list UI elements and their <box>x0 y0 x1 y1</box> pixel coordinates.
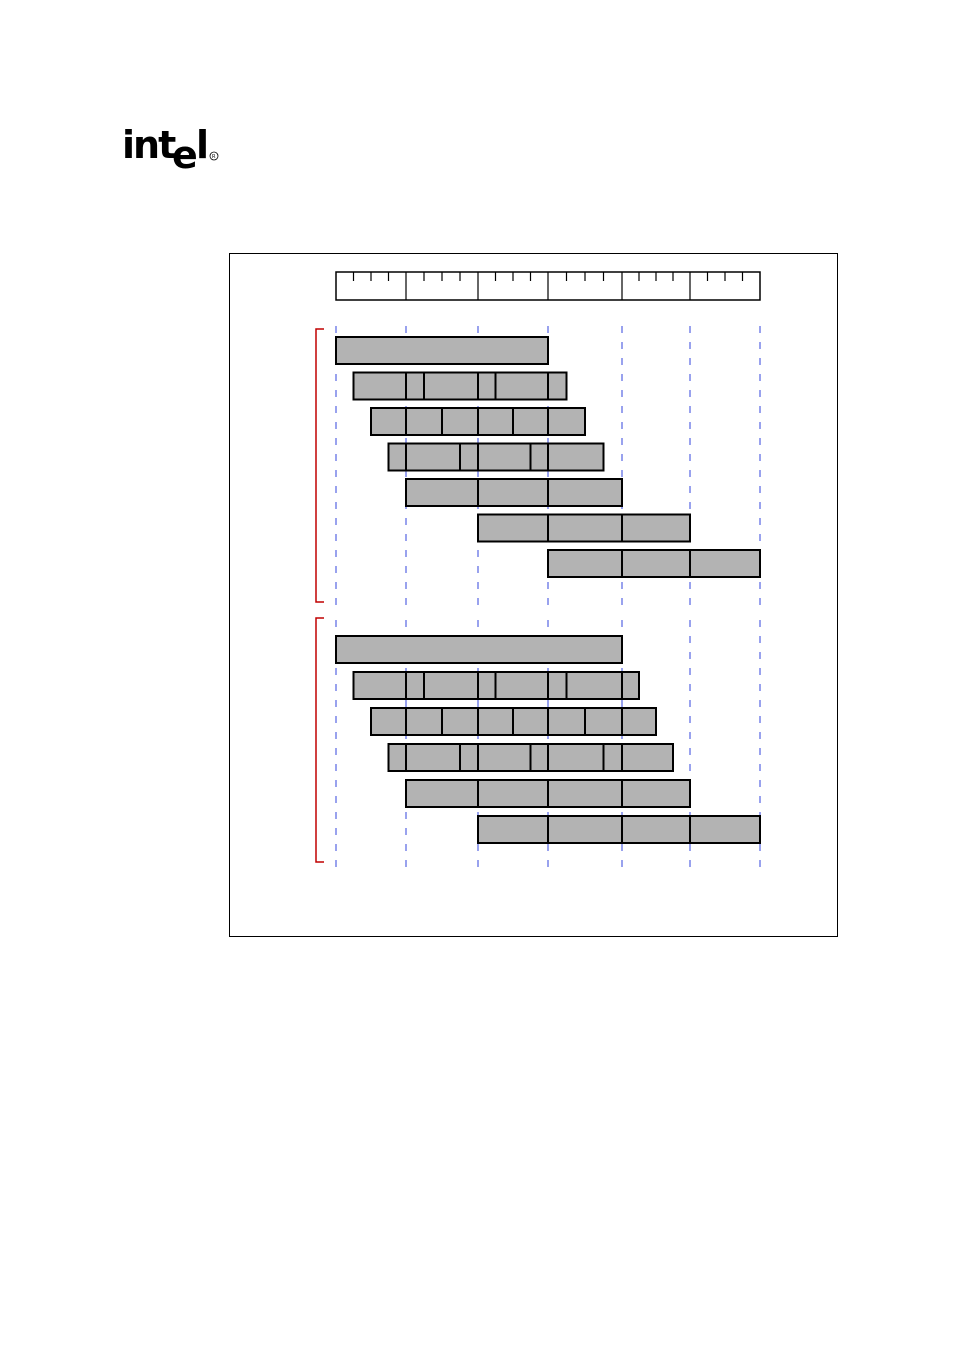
access-segment <box>478 515 548 542</box>
access-segment <box>478 479 548 506</box>
access-segment <box>406 408 442 435</box>
access-segment <box>548 780 622 807</box>
access-segment <box>478 373 496 400</box>
access-segment <box>460 744 478 771</box>
access-segment <box>690 550 760 577</box>
access-segment <box>531 744 549 771</box>
access-segment <box>548 550 622 577</box>
access-segment <box>478 672 496 699</box>
access-segment <box>406 780 478 807</box>
access-segment <box>478 708 513 735</box>
access-segment <box>622 515 690 542</box>
access-segment <box>336 636 622 663</box>
access-segment <box>548 708 585 735</box>
access-segment <box>622 780 690 807</box>
access-segment <box>496 373 549 400</box>
access-segment <box>406 444 460 471</box>
access-segment <box>371 708 406 735</box>
access-segment <box>622 672 639 699</box>
access-segment <box>424 373 478 400</box>
access-segment <box>567 672 623 699</box>
access-segment <box>496 672 549 699</box>
access-segment <box>622 550 690 577</box>
access-segment <box>478 444 531 471</box>
access-segment <box>354 373 407 400</box>
access-segment <box>604 744 623 771</box>
access-segment <box>548 744 604 771</box>
access-segment <box>406 479 478 506</box>
access-segment <box>389 444 407 471</box>
access-segment <box>406 708 442 735</box>
access-segment <box>478 408 513 435</box>
access-segment <box>548 479 622 506</box>
access-segment <box>389 744 407 771</box>
access-segment <box>406 672 424 699</box>
access-segment <box>531 444 549 471</box>
access-segment <box>406 744 460 771</box>
access-segment <box>478 744 531 771</box>
access-segment <box>622 744 673 771</box>
access-segment <box>548 408 585 435</box>
access-segment <box>690 816 760 843</box>
access-segment <box>513 708 548 735</box>
access-segment <box>585 708 622 735</box>
access-segment <box>460 444 478 471</box>
access-segment <box>478 780 548 807</box>
access-segment <box>442 708 478 735</box>
access-segment <box>336 337 548 364</box>
access-segment <box>622 708 656 735</box>
access-segment <box>513 408 548 435</box>
access-segment <box>548 515 622 542</box>
access-segment <box>371 408 406 435</box>
access-segment <box>424 672 478 699</box>
lower-group-bracket <box>316 618 324 862</box>
access-segment <box>548 444 604 471</box>
access-segment <box>548 672 567 699</box>
access-segment <box>478 816 548 843</box>
upper-group-bracket <box>316 329 324 602</box>
access-segment <box>548 816 622 843</box>
access-segment <box>354 672 407 699</box>
access-segment <box>622 816 690 843</box>
access-segment <box>548 373 567 400</box>
access-segment <box>442 408 478 435</box>
access-segment <box>406 373 424 400</box>
